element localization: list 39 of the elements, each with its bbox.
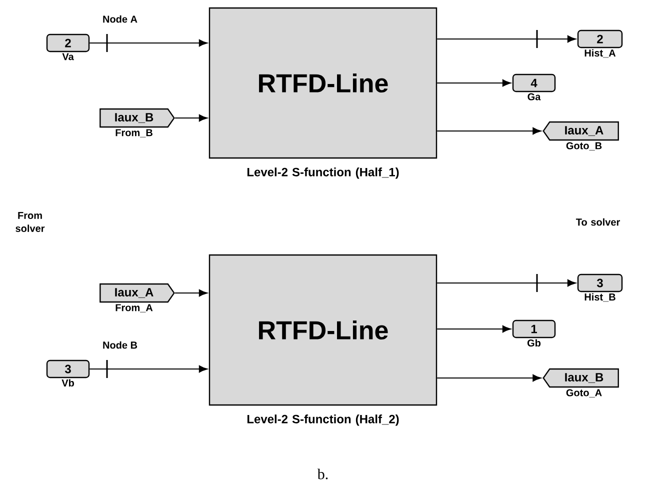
arrow [436, 274, 576, 292]
block-caption: Level-2 S-function (Half_2) [247, 414, 399, 426]
port-block: 3 [46, 360, 90, 378]
port-block: 2 [46, 34, 90, 52]
from-tag: Iaux_A [100, 283, 175, 303]
block-label: Gb [527, 339, 541, 347]
block-label: Goto_A [566, 389, 602, 398]
block-label: Va [62, 53, 74, 60]
goto-tag: Iaux_B [542, 368, 619, 388]
block-box: RTFD-Line [208, 7, 438, 159]
block-label: Goto_B [566, 142, 602, 150]
arrow [174, 289, 208, 297]
block-label: From_B [116, 129, 152, 138]
block-label: Hist_B [584, 293, 616, 302]
block-label: Ga [528, 93, 541, 100]
block-label: From_A [116, 304, 153, 312]
arrow [436, 30, 576, 48]
side-note: To solver [576, 218, 620, 226]
arrow [436, 374, 542, 382]
port-block: 1 [512, 320, 556, 338]
arrow [89, 360, 208, 378]
block-caption: Level-2 S-function (Half_1) [247, 168, 399, 179]
port-block: 3 [577, 274, 623, 292]
port-block: 4 [512, 74, 556, 92]
arrow [436, 325, 511, 333]
goto-tag: Iaux_A [542, 121, 619, 141]
arrow [89, 34, 208, 52]
block-label: Hist_A [584, 49, 616, 58]
arrow [436, 79, 511, 87]
port-block: 2 [577, 30, 623, 48]
edge-label: Node B [103, 341, 138, 349]
block-label: Vb [62, 379, 74, 387]
block-box: RTFD-Line [208, 254, 438, 406]
from-tag: Iaux_B [100, 108, 175, 128]
arrow [436, 127, 542, 135]
side-note: From solver [16, 212, 45, 232]
arrow [174, 114, 208, 122]
edge-label: Node A [103, 15, 138, 23]
caption: b. [317, 468, 328, 480]
